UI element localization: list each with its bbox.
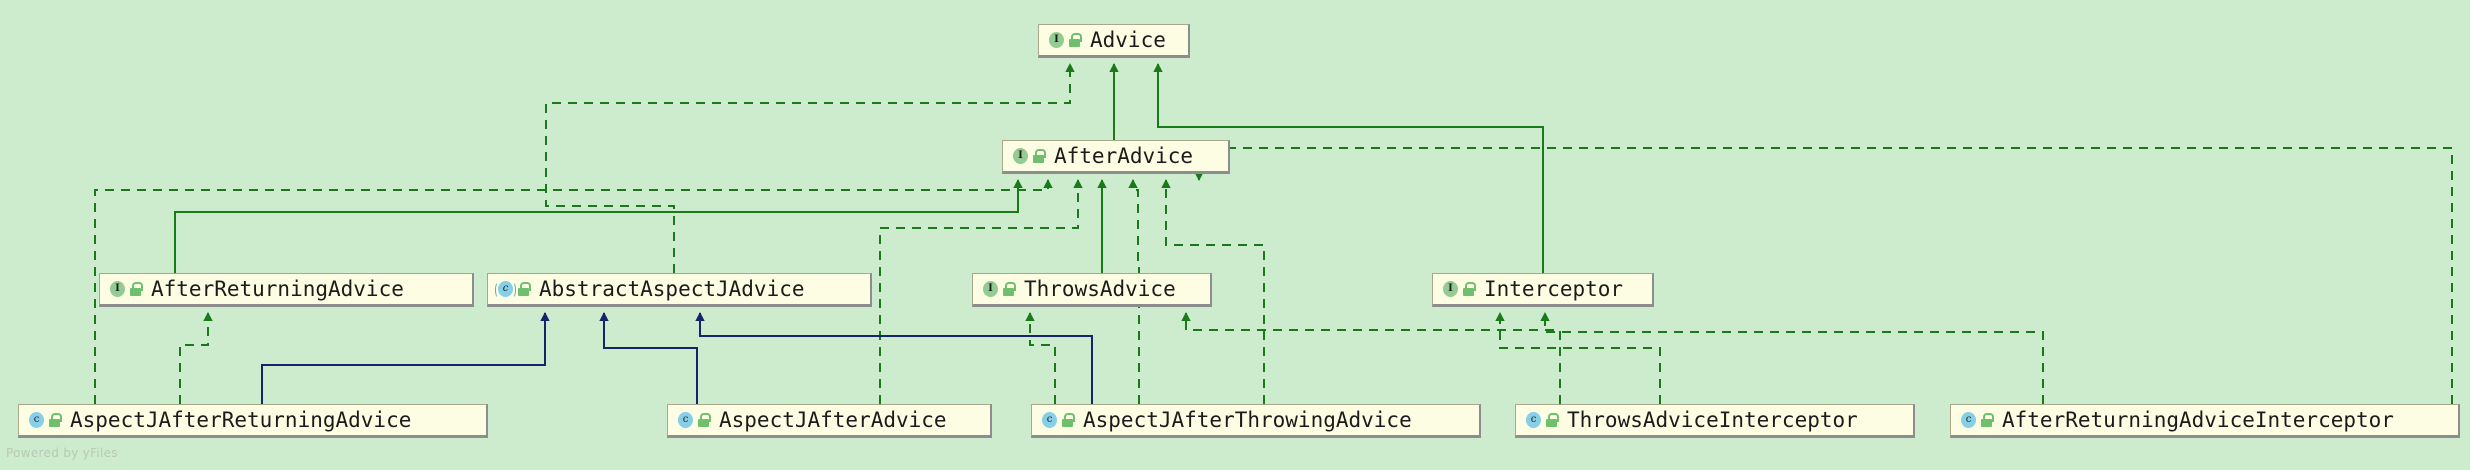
class-icon-letter: c	[678, 411, 693, 428]
node-label: AspectJAfterAdvice	[719, 407, 947, 432]
edge-afterreturningadviceinterceptor-to-interceptor	[1540, 312, 2044, 404]
interface-icon-letter: I	[1443, 280, 1458, 297]
class-node-after-advice[interactable]: I AfterAdvice	[1002, 140, 1230, 174]
public-lock-icon	[1069, 33, 1082, 47]
class-icon-letter: c	[1961, 411, 1976, 428]
public-lock-icon	[130, 282, 143, 296]
class-icon-letter: c	[1042, 411, 1057, 428]
interface-icon: I	[1442, 280, 1459, 298]
class-icon: c	[1041, 411, 1058, 429]
edge-aspectjafterreturningadvice-to-abstractaspectjadvice	[261, 312, 550, 404]
class-node-aspectj-after-advice[interactable]: c AspectJAfterAdvice	[667, 404, 992, 438]
abstract-class-icon: c	[495, 280, 516, 298]
public-lock-icon	[518, 282, 531, 296]
node-label: AfterReturningAdviceInterceptor	[2002, 407, 2394, 432]
class-icon-letter: c	[1526, 411, 1541, 428]
interface-icon: I	[1048, 31, 1065, 49]
yfiles-watermark: Powered by yFiles	[6, 446, 118, 460]
public-lock-icon	[49, 413, 62, 427]
node-label: AfterAdvice	[1054, 143, 1194, 168]
class-node-abstract-aspectj-advice[interactable]: c AbstractAspectJAdvice	[487, 273, 872, 307]
interface-icon: I	[982, 280, 999, 298]
edge-afterreturningadvice-to-afteradvice	[174, 179, 1023, 273]
interface-icon-letter: I	[983, 280, 998, 297]
edge-aspectjafteradvice-to-abstractaspectjadvice	[599, 312, 698, 404]
edge-throwsadviceinterceptor-to-throwsadvice	[1181, 312, 1561, 404]
class-node-after-returning-advice[interactable]: I AfterReturningAdvice	[99, 273, 474, 307]
edge-aspectjafterthrowingadvice-to-abstractaspectjadvice	[695, 312, 1093, 404]
node-label: Advice	[1090, 27, 1166, 52]
interface-icon-letter: I	[1013, 147, 1028, 164]
class-icon: c	[677, 411, 694, 429]
class-node-advice[interactable]: I Advice	[1038, 24, 1190, 58]
class-icon: c	[1960, 411, 1977, 429]
edge-afterreturningadviceinterceptor-to-afteradvice	[1194, 147, 2453, 404]
public-lock-icon	[1981, 413, 1994, 427]
node-label: Interceptor	[1484, 276, 1624, 301]
public-lock-icon	[1062, 413, 1075, 427]
interface-icon: I	[109, 280, 126, 298]
edge-aspectjafterreturningadvice-to-afterreturningadvice	[179, 312, 213, 404]
public-lock-icon	[1463, 282, 1476, 296]
class-node-aspectj-after-returning-advice[interactable]: c AspectJAfterReturningAdvice	[18, 404, 488, 438]
abstract-class-icon-letter: c	[498, 280, 513, 297]
public-lock-icon	[1546, 413, 1559, 427]
edge-throwsadviceinterceptor-to-interceptor	[1495, 312, 1661, 404]
class-icon-letter: c	[29, 411, 44, 428]
interface-icon-letter: I	[110, 280, 125, 297]
public-lock-icon	[698, 413, 711, 427]
node-label: ThrowsAdvice	[1024, 276, 1176, 301]
edge-abstractaspectjadvice-to-advice	[545, 63, 1075, 273]
class-node-interceptor[interactable]: I Interceptor	[1432, 273, 1654, 307]
class-node-throws-advice[interactable]: I ThrowsAdvice	[972, 273, 1212, 307]
node-label: AfterReturningAdvice	[151, 276, 404, 301]
node-label: AspectJAfterReturningAdvice	[70, 407, 412, 432]
node-label: AspectJAfterThrowingAdvice	[1083, 407, 1412, 432]
class-icon: c	[28, 411, 45, 429]
interface-icon: I	[1012, 147, 1029, 165]
interface-icon-letter: I	[1049, 31, 1064, 48]
class-icon: c	[1525, 411, 1542, 429]
node-label: ThrowsAdviceInterceptor	[1567, 407, 1858, 432]
class-node-throws-advice-interceptor[interactable]: c ThrowsAdviceInterceptor	[1515, 404, 1915, 438]
public-lock-icon	[1003, 282, 1016, 296]
edge-aspectjafterthrowingadvice-to-throwsadvice	[1025, 312, 1056, 404]
node-label: AbstractAspectJAdvice	[539, 276, 805, 301]
class-node-aspectj-after-throwing-advice[interactable]: c AspectJAfterThrowingAdvice	[1031, 404, 1481, 438]
class-node-after-returning-advice-interceptor[interactable]: c AfterReturningAdviceInterceptor	[1950, 404, 2460, 438]
public-lock-icon	[1033, 149, 1046, 163]
